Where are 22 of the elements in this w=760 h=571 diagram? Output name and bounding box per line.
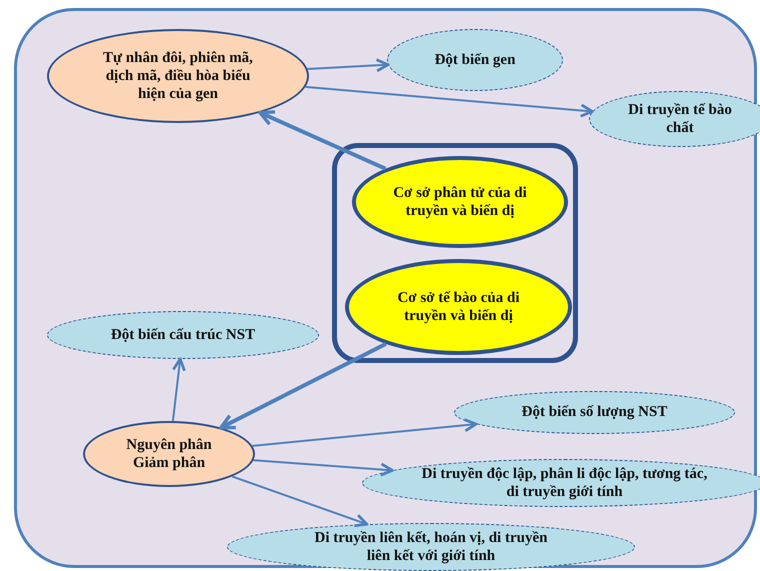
arrow [258, 110, 386, 171]
ellipse-node [362, 459, 760, 507]
node-label: Di truyền độc lập, phân li độc lập, tương tác, di truyền giới tính [420, 464, 708, 502]
group-frame [332, 143, 578, 363]
arrow [252, 418, 478, 447]
ellipse-node [589, 91, 760, 147]
arrow [232, 475, 368, 528]
arrow [305, 86, 594, 118]
arrow [219, 342, 387, 430]
node-label: Cơ sở tế bào của di truyền và biến dị [396, 288, 521, 326]
node-label: Đột biến gen [434, 50, 516, 70]
arrow [253, 459, 394, 477]
panel-frame [14, 8, 757, 568]
node-label: Đột biến cấu trúc NST [110, 326, 256, 344]
node-label: Di truyền liên kết, hoán vị, di truyền liên kết với giới tính [314, 528, 548, 566]
arrow [307, 58, 390, 72]
node-label: Đột biến số lượng NST [522, 403, 668, 422]
node-label: Di truyền tế bào chất [627, 100, 733, 138]
arrow [172, 358, 186, 422]
node-label: Tự nhân đôi, phiên mã, dịch mã, điều hòa biểu hiện của gen [102, 48, 254, 104]
node-label: Cơ sở phân tử của di truyền và biến dị [392, 184, 528, 220]
node-label: Nguyên phân Giảm phân [125, 436, 213, 472]
